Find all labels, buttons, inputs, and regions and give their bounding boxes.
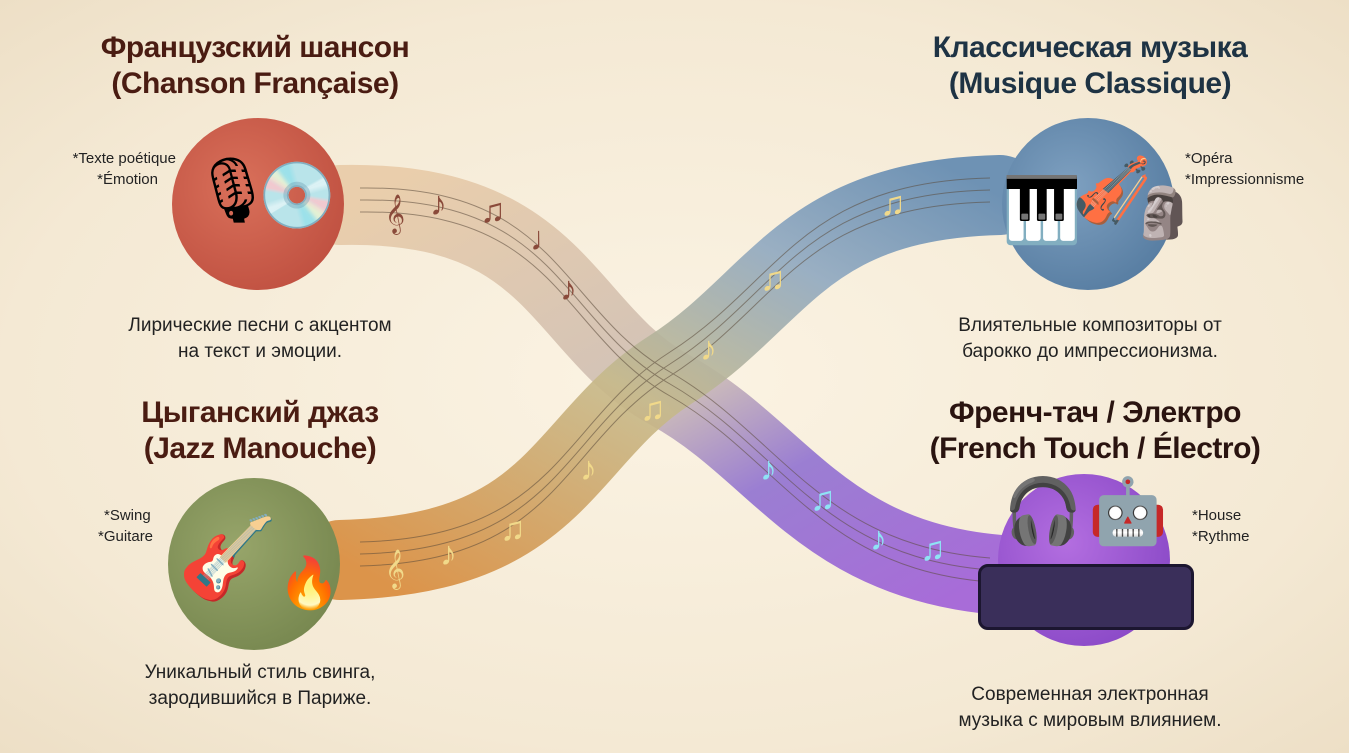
note: *Émotion — [97, 171, 158, 188]
jazz-desc: Уникальный стиль свинга, зародившийся в … — [50, 660, 470, 712]
note: *Rythme — [1192, 528, 1250, 545]
svg-text:♪: ♪ — [760, 450, 777, 488]
svg-text:♫: ♫ — [920, 530, 946, 568]
desc-line: Лирические песни с акцентом — [128, 315, 392, 336]
svg-text:♫: ♫ — [500, 510, 526, 548]
classique-circle: 🎹 🎻 🗿 — [1002, 118, 1194, 290]
campfire-icon: 🔥 — [278, 555, 341, 611]
electro-title: Френч-тач / Электро (French Touch / Élec… — [865, 395, 1325, 467]
classique-desc: Влиятельные композиторы от барокко до им… — [880, 313, 1300, 365]
violin-icon: 🎻 — [1072, 154, 1152, 226]
desc-line: музыка с мировым влиянием. — [958, 710, 1222, 731]
desc-line: на текст и эмоции. — [177, 341, 342, 362]
staff-lines — [359, 177, 991, 583]
svg-text:♫: ♫ — [760, 260, 786, 298]
piano-icon: 🎹 — [1002, 174, 1082, 246]
svg-text:♪: ♪ — [580, 450, 597, 488]
note: *Opéra — [1185, 150, 1233, 167]
chanson-title-fr: (Chanson Française) — [111, 67, 399, 100]
desc-line: барокко до импрессионизма. — [962, 341, 1218, 362]
chanson-notes: *Texte poétique *Émotion — [58, 148, 176, 190]
jazz-title: Цыганский джаз (Jazz Manouche) — [30, 395, 490, 467]
note: *Impressionnisme — [1185, 171, 1305, 188]
svg-text:♫: ♫ — [480, 192, 506, 230]
svg-text:♪: ♪ — [440, 535, 457, 573]
svg-text:𝄞: 𝄞 — [385, 195, 405, 235]
note: *Guitare — [98, 528, 154, 545]
svg-text:♫: ♫ — [640, 390, 666, 428]
composer-bust-icon: 🗿 — [1132, 185, 1195, 241]
dj-controller-icon — [978, 564, 1194, 630]
electro-circle: 🎧 🤖 — [978, 474, 1194, 646]
robot-helmet-icon: 🤖 — [1088, 475, 1168, 547]
desc-line: зародившийся в Париже. — [148, 688, 372, 709]
desc-line: Современная электронная — [971, 684, 1209, 705]
jazz-title-fr: (Jazz Manouche) — [143, 432, 377, 465]
chanson-title-ru: Французский шансон — [100, 31, 410, 64]
ribbon-jazz-to-classique — [300, 155, 1040, 600]
headphones-icon: 🎧 — [1003, 475, 1083, 547]
note: *Texte poétique — [72, 150, 176, 167]
svg-text:♫: ♫ — [810, 480, 836, 518]
electro-title-ru: Френч-тач / Электро — [949, 396, 1242, 429]
desc-line: Влиятельные композиторы от — [958, 315, 1222, 336]
svg-text:♪: ♪ — [700, 330, 717, 368]
svg-text:𝄞: 𝄞 — [385, 550, 405, 590]
electro-title-fr: (French Touch / Électro) — [929, 432, 1261, 465]
vinyl-record-icon: 💿 — [257, 159, 337, 231]
classique-title-ru: Классическая музыка — [932, 31, 1248, 64]
desc-line: Уникальный стиль свинга, — [144, 662, 376, 683]
microphone-icon: 🎙 — [192, 154, 274, 226]
jazz-title-ru: Цыганский джаз — [141, 396, 379, 429]
svg-text:♩: ♩ — [530, 220, 564, 258]
svg-text:♪: ♪ — [870, 520, 887, 558]
jazz-circle: 🎸 🔥 — [168, 478, 340, 650]
svg-text:♫: ♫ — [880, 185, 906, 223]
guitar-icon: 🎸 — [178, 513, 278, 602]
note: *Swing — [104, 507, 151, 524]
classique-notes: *Opéra *Impressionnisme — [1185, 148, 1304, 190]
svg-text:♪: ♪ — [430, 185, 447, 223]
note: *House — [1192, 507, 1242, 524]
electro-desc: Современная электронная музыка с мировым… — [880, 682, 1300, 734]
jazz-notes: *Swing *Guitare — [98, 505, 153, 547]
classique-title-fr: (Musique Classique) — [948, 67, 1232, 100]
classique-title: Классическая музыка (Musique Classique) — [860, 30, 1320, 102]
chanson-circle: 🎙 💿 — [172, 118, 344, 290]
chanson-desc: Лирические песни с акцентом на текст и э… — [50, 313, 470, 365]
note-icons: 𝄞 ♪ ♫ ♩ ♪ — [385, 185, 577, 308]
svg-text:♪: ♪ — [560, 270, 577, 308]
chanson-title: Французский шансон (Chanson Française) — [25, 30, 485, 102]
electro-notes: *House *Rythme — [1192, 505, 1250, 547]
